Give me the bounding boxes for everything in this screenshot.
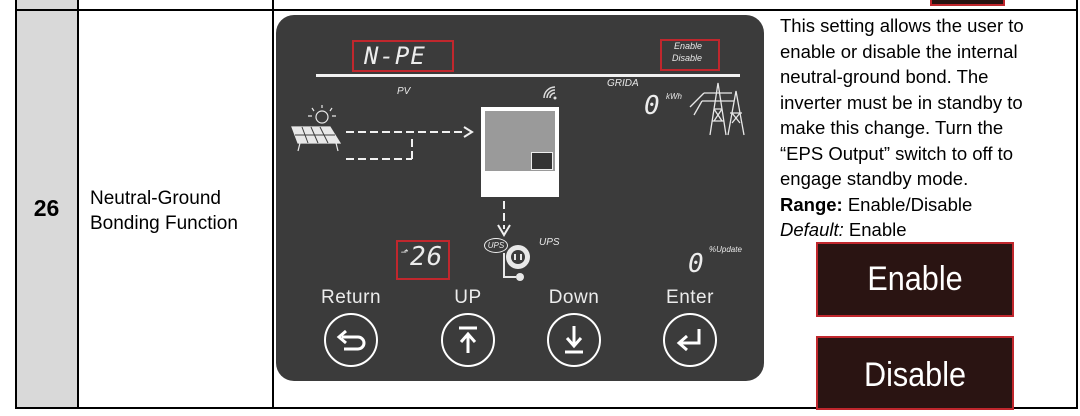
table-border-top <box>15 9 1078 11</box>
row-title-line1: Neutral-Ground <box>90 188 221 209</box>
description-line: inverter must be in standby to <box>780 91 1023 113</box>
energy-value: 0 <box>644 91 661 121</box>
inverter-screen <box>531 152 553 170</box>
default-value: Enable <box>848 219 907 240</box>
ups-label: UPS <box>539 237 560 248</box>
wifi-icon <box>543 86 557 100</box>
menu-number: 26 <box>410 242 444 272</box>
indicator-enable: Enable <box>674 41 703 51</box>
description-line: make this change. Turn the <box>780 117 1004 138</box>
solar-panel-icon <box>291 105 342 152</box>
down-label: Down <box>548 287 600 308</box>
energy-unit: kWh <box>666 92 682 101</box>
row-number: 26 <box>33 195 60 221</box>
range-label: Range: <box>780 193 843 215</box>
down-button[interactable] <box>547 313 601 367</box>
return-button[interactable] <box>324 313 378 367</box>
description-line: engage standby mode. <box>780 168 969 189</box>
update-unit: %Update <box>709 245 742 254</box>
description-line: neutral-ground bond. The <box>780 66 989 87</box>
pv-label: PV <box>397 86 411 97</box>
row-number-cell <box>15 0 78 409</box>
update-value: 0 <box>688 249 705 279</box>
enable-option-box: Enable <box>816 242 1014 317</box>
description-line: This setting allows the user to <box>780 15 1024 36</box>
disable-option-text: Disable <box>863 356 967 394</box>
setting-code: N-PE <box>364 42 426 70</box>
enter-label: Enter <box>666 287 714 308</box>
description-line: enable or disable the internal <box>780 40 1018 62</box>
disable-option-box: Disable <box>816 336 1014 410</box>
table-border-right <box>1076 0 1078 409</box>
return-icon <box>336 329 366 351</box>
enable-option-text: Enable <box>867 260 963 298</box>
row-title-line2: Bonding Function <box>90 213 238 234</box>
up-button[interactable] <box>441 313 495 367</box>
up-label: UP <box>454 287 482 308</box>
grid-label: GRIDA <box>607 78 639 89</box>
setting-description: This setting allows the user to enable o… <box>780 13 1070 243</box>
menu-number-highlight <box>396 240 450 280</box>
description-line: “EPS Output” switch to off to <box>780 142 1014 164</box>
inverter-icon <box>481 107 559 197</box>
return-label: Return <box>320 287 382 308</box>
inverter-display-panel: N-PE Enable Disable PV GRIDA 0 kWh <box>276 15 764 381</box>
enable-disable-indicator-highlight <box>660 39 720 71</box>
default-label: Default: <box>780 219 844 240</box>
table-border-bottom <box>15 407 1078 409</box>
menu-arrow-icon: ⬏ <box>400 248 409 258</box>
display-separator <box>316 74 740 77</box>
down-arrow-icon <box>565 326 583 354</box>
indicator-disable: Disable <box>672 53 703 63</box>
ups-socket-icon <box>503 245 530 281</box>
default-line: Default: Enable <box>780 217 1070 243</box>
enter-button[interactable] <box>663 313 717 367</box>
table-border-col1 <box>77 0 79 409</box>
setting-code-highlight <box>352 40 454 72</box>
transmission-tower-icon <box>689 82 745 136</box>
up-arrow-icon <box>459 326 477 353</box>
ups-badge: UPS <box>484 238 508 253</box>
table-border-col2 <box>272 0 274 409</box>
range-value: Enable/Disable <box>847 193 973 215</box>
enter-icon <box>676 329 701 352</box>
range-line: Range: Enable/Disable <box>780 192 1070 218</box>
previous-row-option-box <box>930 0 1005 6</box>
table-border-left <box>15 0 17 409</box>
energy-flow-lines <box>346 126 511 237</box>
row-title: Neutral-Ground Bonding Function <box>90 186 238 236</box>
